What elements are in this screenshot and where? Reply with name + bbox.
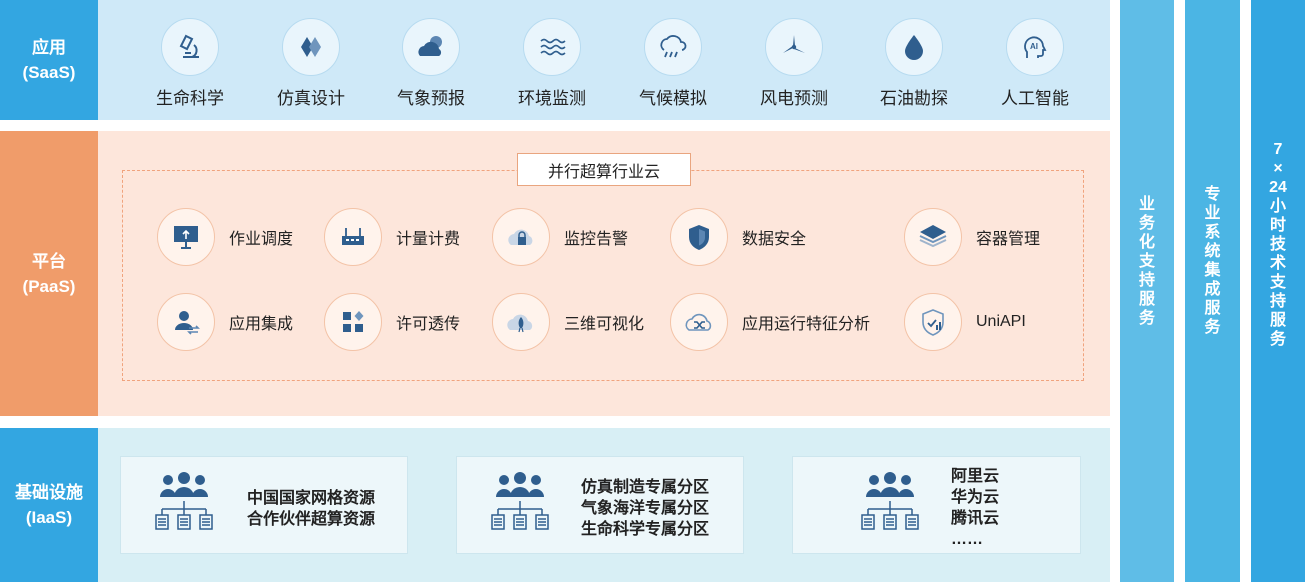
paas-layer-sub: (PaaS) — [22, 276, 76, 296]
cloud-rain-icon — [644, 18, 702, 76]
people-server-icon — [487, 471, 553, 546]
paas-title: 并行超算行业云 — [517, 153, 691, 186]
paas-label: 三维可视化 — [564, 316, 645, 333]
saas-layer-name: 应用 — [32, 38, 66, 57]
layers-icon — [904, 208, 962, 266]
service-column-integration: 专业系统集成服务 — [1185, 0, 1240, 582]
saas-band — [98, 0, 1110, 120]
saas-label: 人工智能 — [1001, 89, 1069, 108]
cloud-lock-icon — [492, 208, 550, 266]
paas-label: 作业调度 — [229, 231, 294, 248]
paas-label: UniAPI — [976, 313, 1026, 330]
svg-text:AI: AI — [1030, 42, 1038, 51]
paas-layer-label: 平台 (PaaS) — [0, 131, 98, 416]
iaas-line: 华为云 — [951, 489, 1000, 506]
saas-layer-label: 应用 (SaaS) — [0, 0, 98, 120]
saas-label: 仿真设计 — [277, 89, 345, 108]
paas-item-scheduling: 作业调度 — [157, 208, 293, 266]
user-transfer-icon — [157, 293, 215, 351]
paas-layer-name: 平台 — [32, 251, 66, 271]
saas-item-simulation: 仿真设计 — [256, 18, 366, 109]
saas-layer-sub: (SaaS) — [22, 63, 76, 82]
service-label: 专业系统集成服务 — [1204, 186, 1221, 336]
saas-label: 气候模拟 — [639, 89, 707, 108]
iaas-layer-name: 基础设施 — [15, 483, 83, 502]
ai-head-icon: AI — [1006, 18, 1064, 76]
router-icon — [324, 208, 382, 266]
microscope-icon — [161, 18, 219, 76]
service-label: 业务化支持服务 — [1138, 196, 1155, 327]
oil-drop-icon — [885, 18, 943, 76]
blocks-icon — [324, 293, 382, 351]
iaas-line: 气象海洋专属分区 — [581, 500, 710, 517]
paas-label: 应用集成 — [229, 316, 294, 333]
paas-item-visualization: 三维可视化 — [492, 293, 644, 351]
saas-label: 气象预报 — [397, 89, 465, 108]
iaas-line: 合作伙伴超算资源 — [247, 511, 376, 528]
paas-item-monitoring: 监控告警 — [492, 208, 628, 266]
saas-item-ai: AI 人工智能 — [980, 18, 1090, 109]
iaas-card-partition: 仿真制造专属分区 气象海洋专属分区 生命科学专属分区 — [456, 456, 744, 554]
saas-item-environment: 环境监测 — [497, 18, 607, 109]
shield-icon — [670, 208, 728, 266]
iaas-card-text: 中国国家网格资源 合作伙伴超算资源 — [247, 488, 375, 530]
saas-item-oil: 石油勘探 — [859, 18, 969, 109]
paas-label: 许可透传 — [396, 316, 461, 333]
paas-item-uniapi: UniAPI — [904, 293, 1026, 351]
paas-item-security: 数据安全 — [670, 208, 806, 266]
saas-item-wind: 风电预测 — [739, 18, 849, 109]
iaas-layer-label: 基础设施 (IaaS) — [0, 428, 98, 582]
saas-label: 环境监测 — [518, 89, 586, 108]
iaas-line: 腾讯云 — [951, 510, 1000, 527]
paas-label: 容器管理 — [976, 231, 1041, 248]
monitor-icon — [157, 208, 215, 266]
iaas-card-text: 阿里云 华为云 腾讯云 …… — [951, 466, 999, 550]
iaas-line: 中国国家网格资源 — [247, 490, 376, 507]
paas-label: 监控告警 — [564, 231, 629, 248]
paas-item-license: 许可透传 — [324, 293, 460, 351]
iaas-layer-sub: (IaaS) — [25, 508, 73, 527]
saas-label: 生命科学 — [156, 89, 224, 108]
waves-icon — [523, 18, 581, 76]
cloud-shuffle-icon — [670, 293, 728, 351]
cloud-sun-icon — [402, 18, 460, 76]
iaas-card-grid: 中国国家网格资源 合作伙伴超算资源 — [120, 456, 408, 554]
paas-item-billing: 计量计费 — [324, 208, 460, 266]
iaas-line: …… — [951, 531, 983, 548]
paas-label: 应用运行特征分析 — [742, 316, 871, 333]
paas-label: 数据安全 — [742, 231, 807, 248]
saas-label: 石油勘探 — [880, 89, 948, 108]
iaas-line: 阿里云 — [951, 468, 1000, 485]
service-label: 7×24小时技术支持服务 — [1269, 141, 1287, 348]
iaas-card-cloud: 阿里云 华为云 腾讯云 …… — [792, 456, 1081, 554]
people-server-icon — [151, 471, 217, 546]
wind-turbine-icon — [765, 18, 823, 76]
saas-item-weather: 气象预报 — [376, 18, 486, 109]
saas-label: 风电预测 — [760, 89, 828, 108]
diamond-icon — [282, 18, 340, 76]
iaas-line: 生命科学专属分区 — [581, 521, 710, 538]
service-column-support: 7×24小时技术支持服务 — [1251, 0, 1305, 582]
saas-item-climate: 气候模拟 — [618, 18, 728, 109]
saas-item-life-science: 生命科学 — [135, 18, 245, 109]
cloud-rocket-icon — [492, 293, 550, 351]
shield-chart-icon — [904, 293, 962, 351]
paas-label: 计量计费 — [396, 231, 461, 248]
iaas-card-text: 仿真制造专属分区 气象海洋专属分区 生命科学专属分区 — [581, 477, 709, 540]
people-server-icon — [857, 471, 923, 546]
paas-item-container: 容器管理 — [904, 208, 1040, 266]
iaas-line: 仿真制造专属分区 — [581, 479, 710, 496]
paas-item-analysis: 应用运行特征分析 — [670, 293, 870, 351]
service-column-business: 业务化支持服务 — [1120, 0, 1174, 582]
paas-item-integration: 应用集成 — [157, 293, 293, 351]
